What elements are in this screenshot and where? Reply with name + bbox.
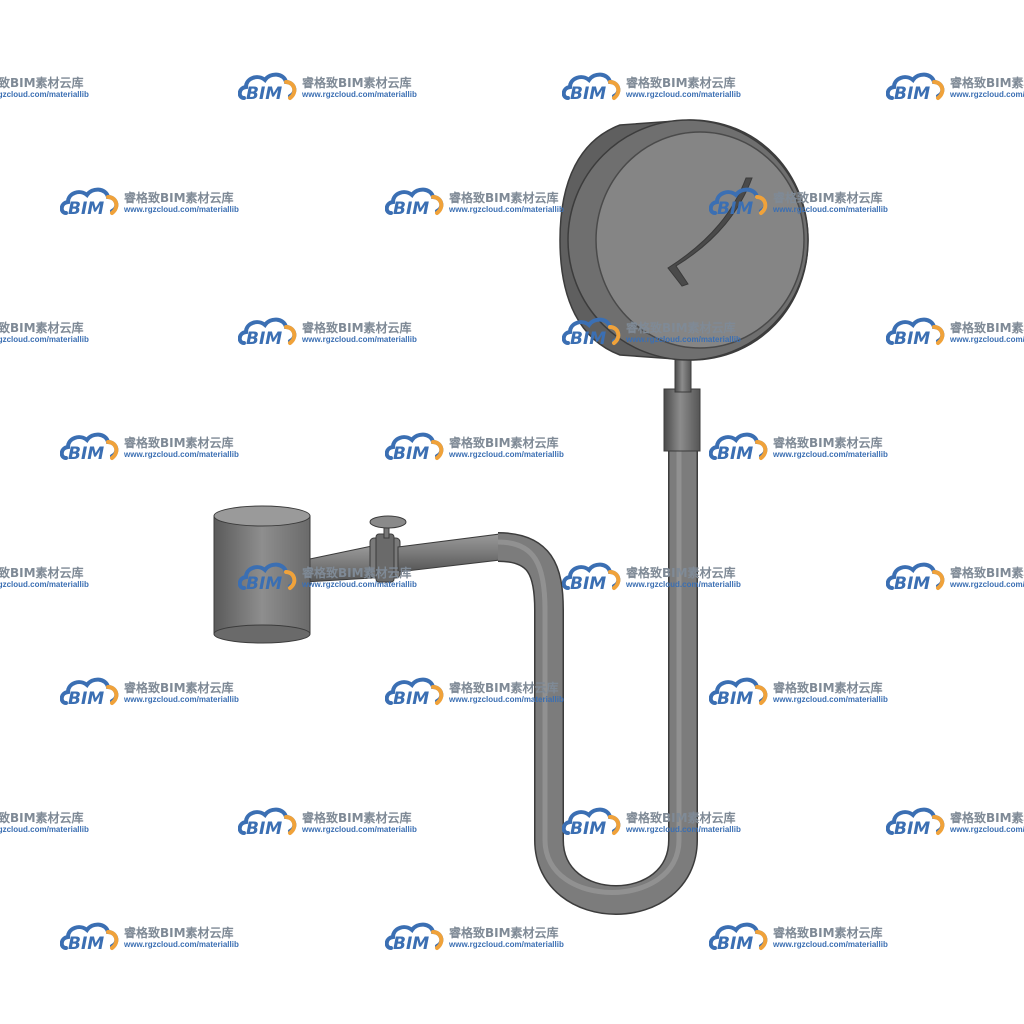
outlet-pipe [397,533,501,573]
valve [369,515,407,583]
horizontal-pipe [304,545,373,583]
valve-handwheel-icon [369,515,407,529]
siphon-tube [497,400,698,915]
pressure-gauge [559,119,809,361]
tank [213,505,311,644]
gauge-dial-face [595,131,805,349]
gauge-fitting [663,351,701,452]
